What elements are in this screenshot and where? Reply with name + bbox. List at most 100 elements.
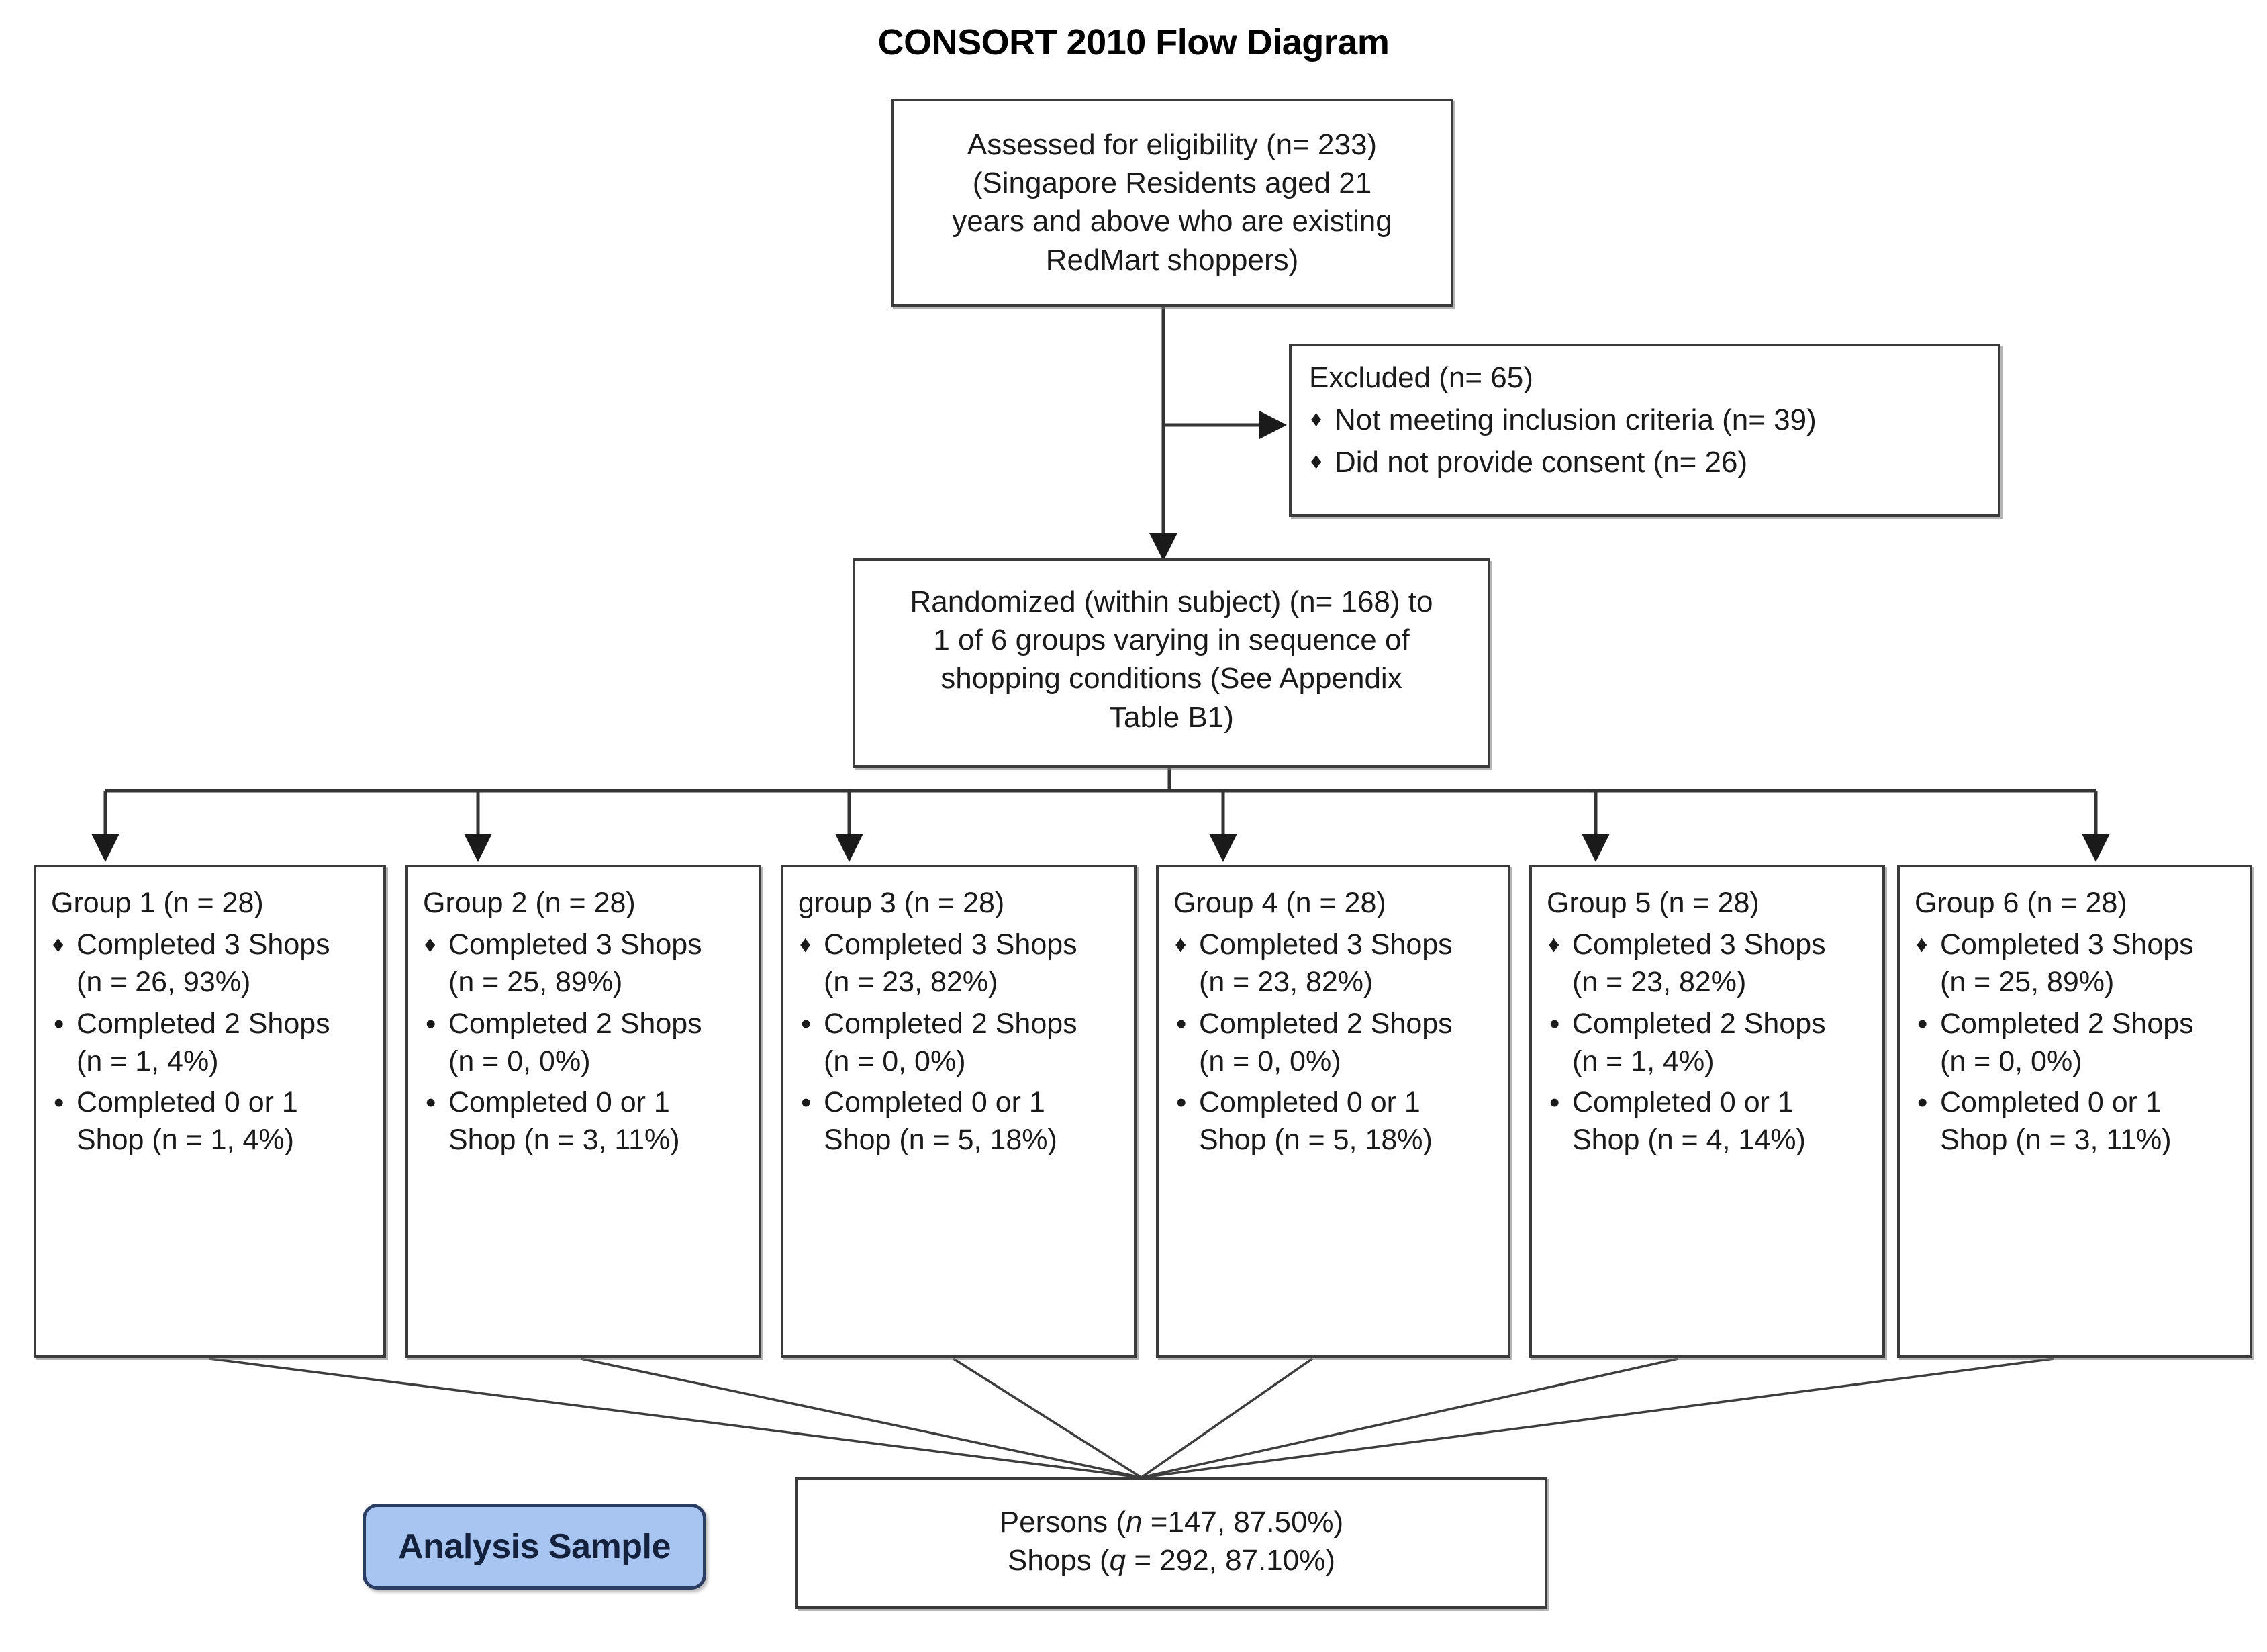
group-item-line2: (n = 0, 0%) (1940, 1044, 2082, 1077)
group-item-line2: Shop (n = 4, 14%) (1572, 1124, 1806, 1157)
box-assessed-for-eligibility: Assessed for eligibility (n= 233) (Singa… (891, 99, 1453, 307)
group-item-line1: Completed 3 Shops (448, 928, 702, 961)
dot-bullet-icon: • (426, 1007, 436, 1040)
list-item: • Completed 0 or 1 Shop (n = 3, 11%) (1915, 1084, 2237, 1159)
list-item: • Completed 2 Shops (n = 1, 4%) (1547, 1006, 1870, 1081)
list-item: • Completed 0 or 1 Shop (n = 5, 18%) (1173, 1084, 1496, 1159)
box-group-6: Group 6 (n = 28) ♦ Completed 3 Shops (n … (1897, 865, 2252, 1358)
group-item-line1: Completed 2 Shops (448, 1007, 702, 1040)
persons-label: Persons ( (999, 1506, 1126, 1539)
diamond-bullet-icon: ♦ (52, 931, 64, 957)
group-item-line1: Completed 0 or 1 (824, 1086, 1045, 1119)
excluded-heading: Excluded (n= 65) (1309, 361, 1533, 394)
group-item-line1: Completed 0 or 1 (77, 1086, 298, 1119)
group-item-line1: Completed 0 or 1 (448, 1086, 670, 1119)
group-item-line1: Completed 0 or 1 (1572, 1086, 1794, 1119)
converge-group-1 (209, 1357, 1142, 1479)
converge-group-4 (1141, 1357, 1313, 1479)
group-item-list: ♦ Completed 3 Shops (n = 25, 89%) • Comp… (423, 926, 746, 1159)
arrowhead-group-4 (1209, 834, 1237, 862)
box-randomized: Randomized (within subject) (n= 168) to … (853, 558, 1490, 768)
list-item: ♦ Completed 3 Shops (n = 23, 82%) (798, 926, 1122, 1002)
group-item-line2: (n = 26, 93%) (77, 965, 251, 998)
list-item: • Completed 2 Shops (n = 0, 0%) (1173, 1006, 1496, 1081)
dot-bullet-icon: • (1549, 1086, 1560, 1120)
box-group-2: Group 2 (n = 28) ♦ Completed 3 Shops (n … (405, 865, 761, 1358)
randomized-line-4: Table B1) (1109, 700, 1234, 734)
group-item-line2: (n = 23, 82%) (824, 965, 998, 998)
group-title: group 3 (n = 28) (798, 887, 1005, 919)
dot-bullet-icon: • (1176, 1086, 1187, 1120)
arrowhead-group-1 (91, 834, 119, 862)
group-title: Group 6 (n = 28) (1915, 887, 2127, 919)
list-item: ♦ Completed 3 Shops (n = 23, 82%) (1547, 926, 1870, 1002)
group-item-line1: Completed 3 Shops (1572, 928, 1826, 961)
persons-symbol: n (1126, 1506, 1143, 1539)
dot-bullet-icon: • (54, 1086, 64, 1120)
randomized-line-2: 1 of 6 groups varying in sequence of (933, 624, 1410, 657)
dot-bullet-icon: • (801, 1086, 812, 1120)
group-item-line1: Completed 3 Shops (1940, 928, 2194, 961)
randomized-line-1: Randomized (within subject) (n= 168) to (910, 585, 1433, 618)
box-group-4: Group 4 (n = 28) ♦ Completed 3 Shops (n … (1156, 865, 1510, 1358)
dot-bullet-icon: • (54, 1007, 64, 1040)
dot-bullet-icon: • (801, 1007, 812, 1040)
diamond-bullet-icon: ♦ (1310, 406, 1322, 432)
group-item-line2: Shop (n = 5, 18%) (1199, 1124, 1433, 1157)
group-item-line1: Completed 2 Shops (824, 1007, 1077, 1040)
shops-symbol: q (1109, 1544, 1126, 1577)
eligibility-line-1: Assessed for eligibility (n= 233) (967, 128, 1378, 161)
list-item: • Completed 2 Shops (n = 0, 0%) (798, 1006, 1122, 1081)
box-group-5: Group 5 (n = 28) ♦ Completed 3 Shops (n … (1529, 865, 1885, 1358)
group-item-line1: Completed 2 Shops (1199, 1007, 1453, 1040)
persons-value: =147, 87.50%) (1142, 1506, 1344, 1539)
list-item: • Completed 0 or 1 Shop (n = 1, 4%) (51, 1084, 371, 1159)
dot-bullet-icon: • (1917, 1007, 1928, 1040)
diamond-bullet-icon: ♦ (1916, 931, 1928, 957)
eligibility-line-4: RedMart shoppers) (1045, 243, 1299, 277)
group-item-list: ♦ Completed 3 Shops (n = 25, 89%) • Comp… (1915, 926, 2237, 1159)
group-item-line1: Completed 3 Shops (77, 928, 330, 961)
arrowhead-group-3 (835, 834, 863, 862)
box-analysis-results: Persons (n =147, 87.50%) Shops (q = 292,… (795, 1477, 1547, 1609)
randomized-line-3: shopping conditions (See Appendix (940, 662, 1402, 695)
group-item-line2: (n = 23, 82%) (1572, 965, 1747, 998)
diamond-bullet-icon: ♦ (424, 931, 436, 957)
group-item-line1: Completed 2 Shops (1940, 1007, 2194, 1040)
group-item-list: ♦ Completed 3 Shops (n = 23, 82%) • Comp… (1547, 926, 1870, 1159)
eligibility-line-3: years and above who are existing (952, 205, 1392, 238)
box-group-3: group 3 (n = 28) ♦ Completed 3 Shops (n … (781, 865, 1137, 1358)
group-item-line1: Completed 2 Shops (1572, 1007, 1826, 1040)
analysis-sample-badge: Analysis Sample (363, 1504, 706, 1590)
box-excluded: Excluded (n= 65) ♦ Not meeting inclusion… (1289, 344, 2000, 517)
group-item-line2: (n = 0, 0%) (824, 1044, 966, 1077)
shops-label: Shops ( (1007, 1544, 1110, 1577)
group-item-line1: Completed 3 Shops (824, 928, 1077, 961)
list-item: ♦ Completed 3 Shops (n = 26, 93%) (51, 926, 371, 1002)
group-item-list: ♦ Completed 3 Shops (n = 23, 82%) • Comp… (798, 926, 1122, 1159)
list-item: ♦ Completed 3 Shops (n = 25, 89%) (1915, 926, 2237, 1002)
list-item: • Completed 2 Shops (n = 0, 0%) (423, 1006, 746, 1081)
arrowhead-group-5 (1582, 834, 1610, 862)
diamond-bullet-icon: ♦ (1175, 931, 1187, 957)
excluded-item-text: Not meeting inclusion criteria (n= 39) (1335, 403, 1817, 437)
converge-group-5 (1141, 1357, 1679, 1479)
group-item-line1: Completed 3 Shops (1199, 928, 1453, 961)
page-title: CONSORT 2010 Flow Diagram (877, 22, 1390, 62)
group-item-line2: Shop (n = 3, 11%) (1940, 1124, 2172, 1157)
group-item-list: ♦ Completed 3 Shops (n = 23, 82%) • Comp… (1173, 926, 1496, 1159)
box-group-1: Group 1 (n = 28) ♦ Completed 3 Shops (n … (34, 865, 386, 1358)
list-item: • Completed 2 Shops (n = 0, 0%) (1915, 1006, 2237, 1081)
group-title: Group 5 (n = 28) (1547, 887, 1759, 919)
diamond-bullet-icon: ♦ (1310, 448, 1322, 475)
group-item-line1: Completed 0 or 1 (1940, 1086, 2162, 1119)
group-item-line2: (n = 23, 82%) (1199, 965, 1373, 998)
diamond-bullet-icon: ♦ (1548, 931, 1560, 957)
arrowhead-group-2 (464, 834, 492, 862)
analysis-sample-label: Analysis Sample (398, 1527, 671, 1566)
list-item: ♦ Not meeting inclusion criteria (n= 39) (1309, 401, 1980, 439)
list-item: • Completed 0 or 1 Shop (n = 5, 18%) (798, 1084, 1122, 1159)
group-item-line2: Shop (n = 1, 4%) (77, 1124, 294, 1157)
group-item-line2: Shop (n = 5, 18%) (824, 1124, 1057, 1157)
